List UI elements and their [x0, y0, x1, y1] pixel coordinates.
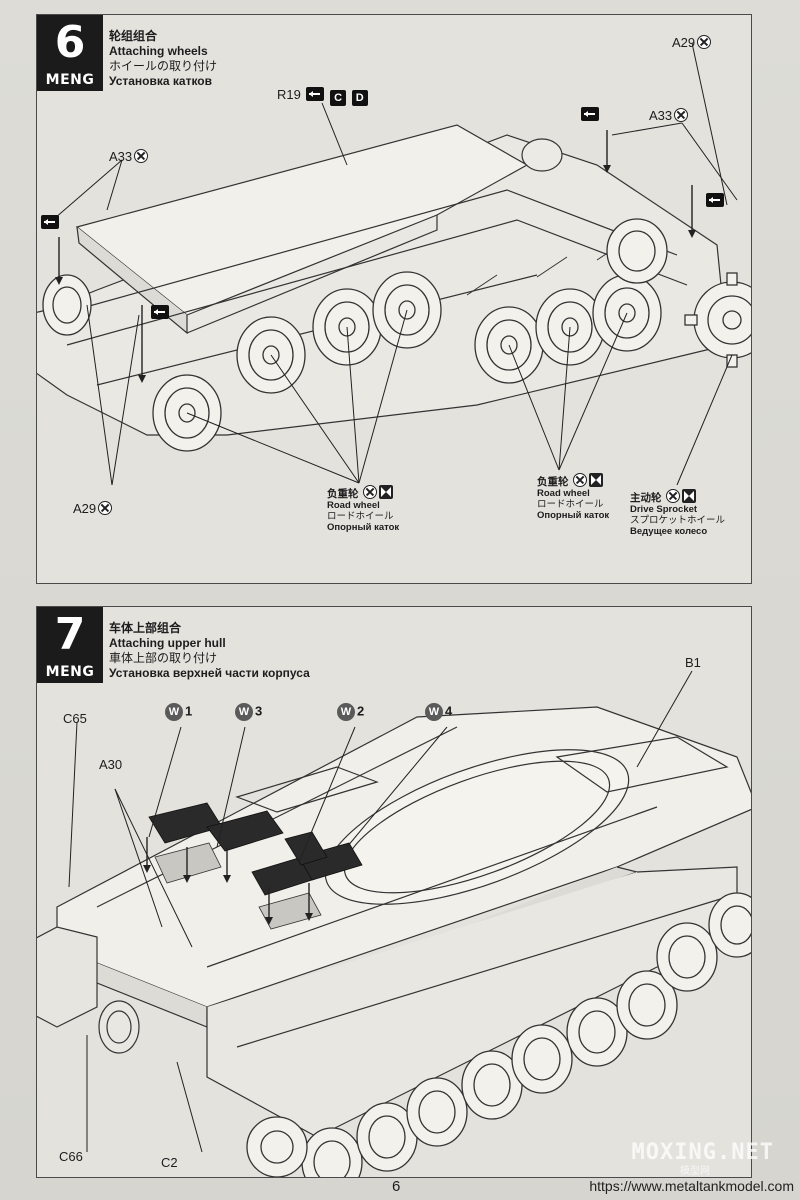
callout-road-wheel-2: 负重轮 Road wheel ロードホイール Опорный каток [537, 473, 609, 521]
photo-etch-icon: W [425, 703, 443, 721]
reverse-side-icon [706, 193, 724, 207]
page-number: 6 [392, 1178, 401, 1195]
step-7-title-en: Attaching upper hull [109, 636, 226, 650]
label-a29-top-text: A29 [672, 35, 696, 50]
step-6-title-zh: 轮组组合 [109, 29, 158, 43]
reverse-side-icon [306, 87, 325, 101]
label-a29-top: A29 [672, 35, 712, 50]
photo-etch-icon: W [235, 703, 253, 721]
step-7-badge: 7 MENG [37, 607, 103, 683]
glue-prohibited-icon [666, 489, 681, 503]
callout-ja: ロードホイール [327, 511, 394, 522]
callout-drive-sprocket: 主动轮 Drive Sprocket スプロケットホイール Ведущее ко… [630, 489, 725, 537]
glue-prohibited-icon [134, 149, 149, 163]
glue-prohibited-icon [98, 501, 113, 515]
letter-d-icon: D [351, 90, 368, 106]
label-c2: C2 [161, 1155, 178, 1170]
photo-etch-icon: W [337, 703, 355, 721]
label-c65: C65 [63, 711, 87, 726]
photo-etch-icon: W [165, 703, 183, 721]
letter-c-icon: C [330, 90, 347, 106]
step-6-title-en: Attaching wheels [109, 44, 208, 58]
label-a33-left: A33 [109, 149, 149, 164]
reverse-side-icon [151, 305, 169, 319]
label-a30: A30 [99, 757, 123, 772]
callout-zh: 主动轮 [630, 492, 662, 504]
label-c66: C66 [59, 1149, 83, 1164]
callout-en: Road wheel [327, 500, 380, 511]
step-6-title-ru: Установка катков [109, 74, 213, 88]
reverse-side-icon [41, 215, 59, 229]
label-a33-right-text: A33 [649, 108, 673, 123]
movable-part-icon [589, 473, 604, 487]
callout-ja: スプロケットホイール [630, 515, 726, 526]
callout-en: Drive Sprocket [630, 504, 698, 515]
step-7-title-ru: Установка верхней части корпуса [109, 666, 310, 680]
label-r19-text: R19 [277, 87, 301, 102]
etched-part-w2-num: 2 [357, 703, 365, 719]
movable-part-icon [682, 489, 697, 503]
step-7-titles: 车体上部组合 Attaching upper hull 車体上部の取り付け Ус… [109, 621, 310, 681]
etched-part-w3-num: 3 [255, 703, 263, 719]
step-7-title-zh: 车体上部组合 [109, 621, 182, 635]
callout-road-wheel-1: 负重轮 Road wheel ロードホイール Опорный каток [327, 485, 399, 533]
step-6-titles: 轮组组合 Attaching wheels ホイールの取り付け Установк… [109, 29, 217, 89]
callout-ja: ロードホイール [537, 499, 604, 510]
callout-en: Road wheel [537, 488, 590, 499]
callout-zh: 负重轮 [537, 476, 569, 488]
glue-prohibited-icon [573, 473, 588, 487]
callout-ru: Опорный каток [327, 522, 400, 533]
watermark: MOXING.NET [631, 1140, 774, 1165]
brand-logo: MENG [45, 664, 95, 680]
step-6-title-ja: ホイールの取り付け [109, 59, 218, 73]
step-7-title-ja: 車体上部の取り付け [109, 651, 218, 665]
callout-ru: Опорный каток [537, 510, 610, 521]
reverse-side-icon [581, 107, 599, 121]
etched-part-w1-num: 1 [185, 703, 193, 719]
label-a29-left-text: A29 [73, 501, 97, 516]
step-7-number: 7 [54, 609, 86, 660]
step-6-hull-drawing [37, 42, 751, 486]
glue-prohibited-icon [697, 35, 712, 49]
brand-logo: MENG [45, 72, 95, 88]
step-6-number: 6 [54, 17, 86, 68]
label-a33-left-text: A33 [109, 149, 133, 164]
watermark-sub: 模型网 [680, 1166, 710, 1177]
label-a29-left: A29 [73, 501, 113, 516]
step-6-panel: 6 MENG 轮组组合 Attaching wheels ホイールの取り付け У… [36, 14, 752, 584]
step-7-panel: 7 MENG 车体上部组合 Attaching upper hull 車体上部の… [36, 606, 752, 1178]
label-b1: B1 [685, 655, 701, 670]
movable-part-icon [379, 485, 394, 499]
step-6-badge: 6 MENG [37, 15, 103, 91]
glue-prohibited-icon [674, 108, 689, 122]
step-7-hull-drawing [37, 670, 751, 1177]
glue-prohibited-icon [363, 485, 378, 499]
callout-zh: 负重轮 [327, 488, 359, 500]
callout-ru: Ведущее колесо [630, 526, 708, 537]
label-r19: R19 C D [277, 87, 368, 106]
source-url: https://www.metaltankmodel.com [589, 1178, 794, 1194]
etched-part-w4-num: 4 [445, 703, 453, 719]
label-a33-right: A33 [649, 108, 689, 123]
